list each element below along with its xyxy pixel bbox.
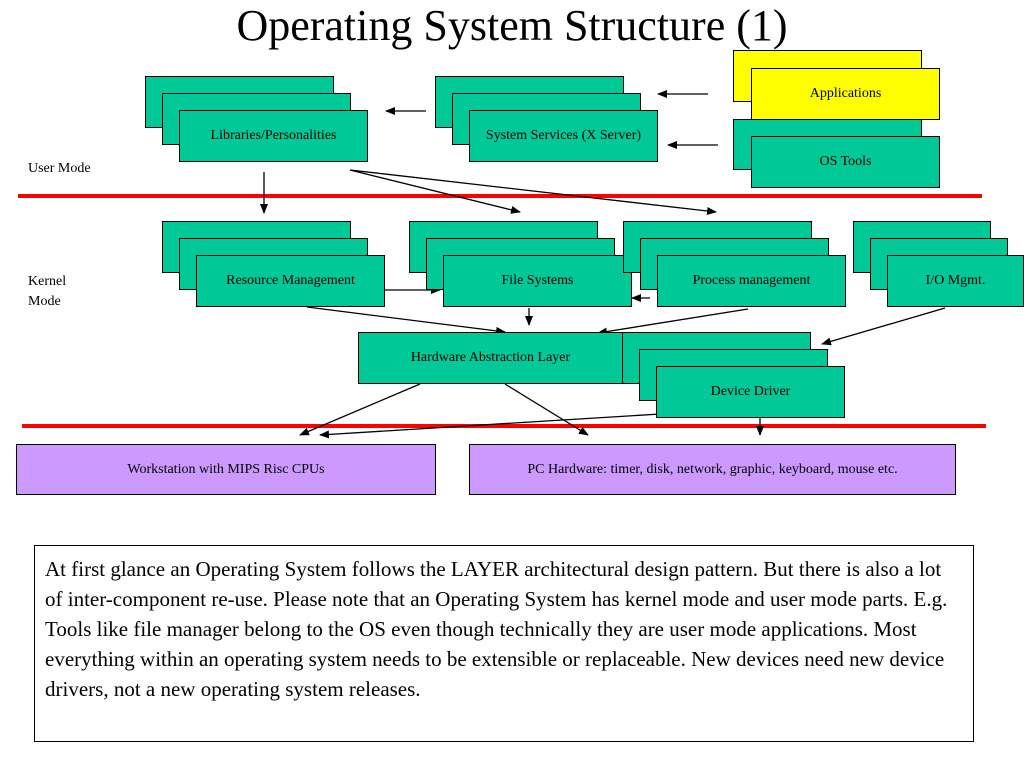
arrow-libraries-to-filesystems (349, 169, 521, 214)
os-tools-box: OS Tools (751, 136, 940, 188)
device-driver-box: Device Driver (656, 366, 845, 418)
process-management-box: Process management (657, 255, 846, 307)
arrow-io-to-devicedriver (821, 307, 946, 346)
hardware-abstraction-layer-box: Hardware Abstraction Layer (358, 332, 623, 384)
arrow-hal-to-workstation (299, 383, 421, 436)
kernel-mode-label: Kernel Mode (28, 274, 67, 309)
pc-hardware-box: PC Hardware: timer, disk, network, graph… (469, 444, 956, 495)
arrow-process-to-hal (597, 308, 749, 336)
applications-box: Applications (751, 68, 940, 120)
page-title: Operating System Structure (1) (236, 1, 788, 50)
resource-management-box: Resource Management (196, 255, 385, 307)
io-mgmt-box: I/O Mgmt. (887, 255, 1024, 307)
system-services-box: System Services (X Server) (469, 110, 658, 162)
explanation-note: At first glance an Operating System foll… (34, 545, 974, 742)
file-systems-box: File Systems (443, 255, 632, 307)
arrow-resource-to-hal (306, 306, 506, 335)
arrow-hal-to-pchardware (504, 383, 589, 436)
user-mode-label: User Mode (28, 161, 91, 176)
libraries-box: Libraries/Personalities (179, 110, 368, 162)
workstation-box: Workstation with MIPS Risc CPUs (16, 444, 436, 495)
arrow-libraries-to-process (349, 169, 717, 215)
arrow-devicedriver-to-workstation (319, 413, 661, 439)
